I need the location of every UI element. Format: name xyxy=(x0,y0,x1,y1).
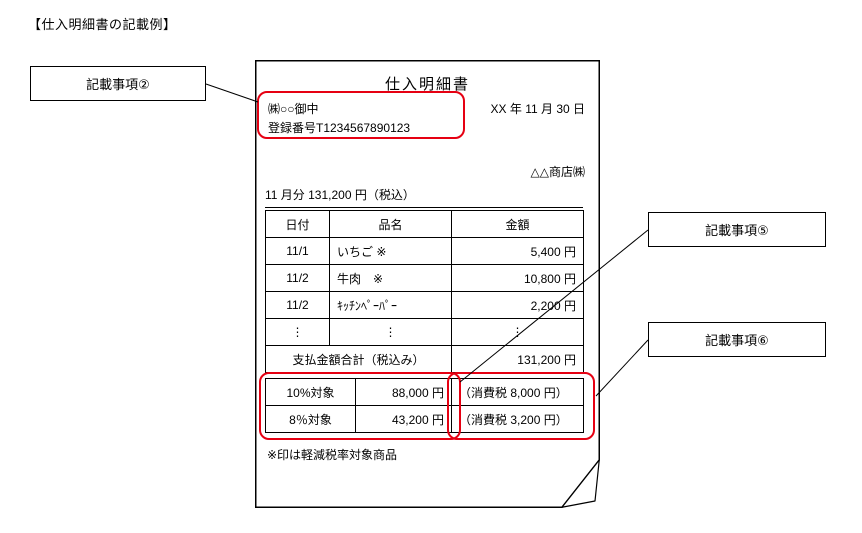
date-cell: ⋮ xyxy=(265,318,330,346)
table-header-row: 日付 品名 金額 xyxy=(265,210,584,238)
item-cell: いちご ※ xyxy=(329,237,452,265)
amount-cell: ⋮ xyxy=(451,318,584,346)
items-table: 日付 品名 金額 11/1 いちご ※ 5,400 円 11/2 牛肉 ※ 10… xyxy=(265,210,584,373)
tax-rate-cell: 10%対象 xyxy=(265,378,356,406)
document-title: 仕入明細書 xyxy=(384,76,470,93)
total-label-cell: 支払金額合計（税込み） xyxy=(265,345,452,373)
callout-box-5: 記載事項⑤ xyxy=(648,212,826,247)
tax-detail-cell: （消費税 8,000 円） xyxy=(451,378,584,406)
connector-line-2 xyxy=(205,83,259,103)
tax-amount-cell: 88,000 円 xyxy=(355,378,452,406)
issuer-name: △△商店㈱ xyxy=(530,165,585,179)
item-cell: ｷｯﾁﾝﾍﾟｰﾊﾟｰ xyxy=(329,291,452,319)
tax-rate-row: 10%対象 88,000 円 （消費税 8,000 円） xyxy=(265,378,584,406)
tax-rate-row: 8％対象 43,200 円 （消費税 3,200 円） xyxy=(265,405,584,433)
tax-amount-cell: 43,200 円 xyxy=(355,405,452,433)
footnote: ※印は軽減税率対象商品 xyxy=(267,448,398,462)
item-cell: 牛肉 ※ xyxy=(329,264,452,292)
table-row: 11/2 ｷｯﾁﾝﾍﾟｰﾊﾟｰ 2,200 円 xyxy=(265,291,584,319)
period-total-line: 11 月分 131,200 円（税込） xyxy=(265,186,583,208)
purchase-statement-document: 仕入明細書 ㈱○○御中 XX 年 11 月 30 日 登録番号T12345678… xyxy=(255,60,600,508)
amount-cell: 5,400 円 xyxy=(451,237,584,265)
tax-breakdown-table: 10%対象 88,000 円 （消費税 8,000 円） 8％対象 43,200… xyxy=(265,378,584,433)
table-row: 11/1 いちご ※ 5,400 円 xyxy=(265,237,584,265)
page-heading: 【仕入明細書の記載例】 xyxy=(28,17,177,32)
callout-box-2: 記載事項② xyxy=(30,66,206,101)
date-cell: 11/1 xyxy=(265,237,330,265)
callout-label-6: 記載事項⑥ xyxy=(705,333,769,348)
item-cell: ⋮ xyxy=(329,318,452,346)
table-row: 11/2 牛肉 ※ 10,800 円 xyxy=(265,264,584,292)
total-row: 支払金額合計（税込み） 131,200 円 xyxy=(265,345,584,373)
issue-date: XX 年 11 月 30 日 xyxy=(490,102,585,116)
table-row-ellipsis: ⋮ ⋮ ⋮ xyxy=(265,318,584,346)
callout-label-5: 記載事項⑤ xyxy=(705,223,769,238)
column-header-item: 品名 xyxy=(329,210,452,238)
column-header-date: 日付 xyxy=(265,210,330,238)
date-cell: 11/2 xyxy=(265,291,330,319)
registration-number: 登録番号T1234567890123 xyxy=(268,121,411,135)
tax-rate-cell: 8％対象 xyxy=(265,405,356,433)
addressee: ㈱○○御中 xyxy=(268,102,319,116)
tax-detail-cell: （消費税 3,200 円） xyxy=(451,405,584,433)
callout-label-2: 記載事項② xyxy=(86,77,150,92)
callout-box-6: 記載事項⑥ xyxy=(648,322,826,357)
total-amount-cell: 131,200 円 xyxy=(451,345,584,373)
amount-cell: 2,200 円 xyxy=(451,291,584,319)
column-header-amount: 金額 xyxy=(451,210,584,238)
amount-cell: 10,800 円 xyxy=(451,264,584,292)
connector-line-6 xyxy=(595,339,649,397)
date-cell: 11/2 xyxy=(265,264,330,292)
